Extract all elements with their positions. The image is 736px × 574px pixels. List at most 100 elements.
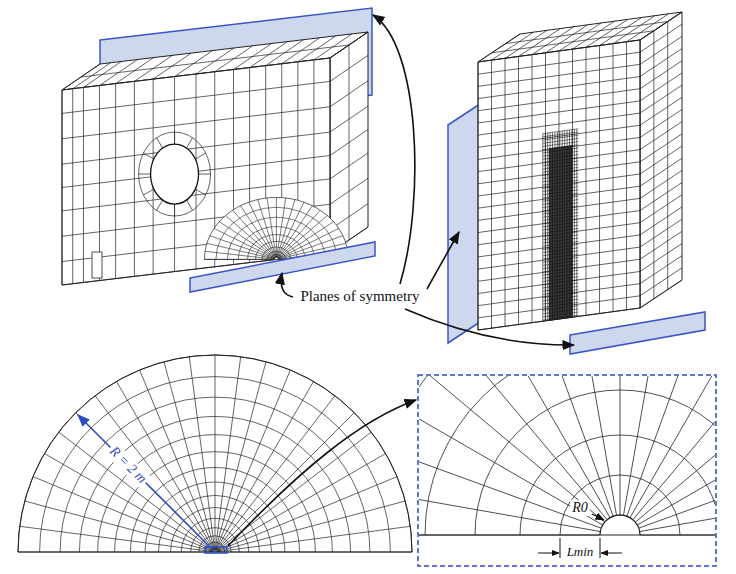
mesh-line [506,22,668,44]
mesh-line [557,132,558,320]
mesh-line [276,197,277,257]
mesh-line [640,12,682,40]
mesh-line [640,122,682,150]
mesh-line [600,18,642,46]
mesh-line [576,129,577,317]
mesh-line [217,501,405,551]
mesh-line [640,134,682,162]
mesh-line [157,138,163,148]
mesh-arc [216,207,337,259]
mesh-line [640,462,715,531]
mesh-line [225,216,274,258]
mesh-line [419,376,603,525]
mesh-line [216,413,354,551]
mesh-line [157,200,163,210]
mesh-line [564,131,565,319]
mesh-line [143,189,153,195]
mesh-line [640,183,682,211]
mesh-arc [238,227,314,260]
mesh-line [277,206,312,258]
mesh-line [574,129,575,317]
mesh-arc [256,241,298,259]
mesh-line [277,198,286,257]
dimension-arrow [601,553,622,554]
mesh-arc [145,482,285,552]
mesh-line [195,189,205,195]
mesh-line [623,376,692,515]
mesh-line [419,535,715,536]
mesh-line [633,376,715,520]
mesh-line [640,24,682,52]
mesh-line [59,432,214,551]
mesh-line [569,130,570,318]
zoom-frame [418,375,716,566]
mesh-line [547,133,548,321]
mesh-line [278,216,327,258]
mesh-line [215,355,216,550]
mesh-ring [139,132,211,216]
mesh-arc [227,217,325,259]
mesh-line [613,16,655,44]
mesh-line [216,362,266,550]
mesh-arc [60,397,370,552]
opening [92,252,102,278]
mesh-arc [425,376,715,535]
mesh-line [62,107,330,139]
mesh-arc [171,508,260,552]
mesh-arc [262,247,291,259]
mesh-line [640,109,682,137]
zoom-marker [205,547,227,553]
mesh-line [25,501,213,551]
mesh-line [630,376,715,518]
hole [151,144,199,204]
mesh-arc [271,254,283,259]
mesh-arc [248,235,306,260]
radius-arrow [78,415,215,552]
mesh-line [640,73,682,101]
mesh-line [542,134,543,322]
mesh-line [547,376,616,515]
mesh-line [640,36,682,64]
mesh-layer [18,12,736,552]
mesh-line [640,231,682,259]
radial-mesh [18,355,412,552]
mesh-line [554,132,555,320]
mesh-line [546,25,588,53]
mesh-line [187,200,193,210]
mesh-line [640,146,682,174]
mesh-line [476,376,613,516]
mesh-line [640,158,682,186]
mesh-arc [600,515,640,535]
mesh-arc [419,376,715,535]
mesh-line [620,376,621,515]
symmetry-plane [190,242,375,292]
mesh-line [216,396,335,551]
mesh-line [571,130,572,318]
mesh-arc [520,435,715,535]
radius-label: R0 [570,500,590,516]
mesh-line [640,268,682,296]
mesh-arc [18,355,412,552]
mesh-line [143,153,153,159]
mesh-line [478,125,640,147]
mesh-line [204,259,274,260]
mesh-line [559,23,601,51]
mesh-arc [40,377,391,552]
mesh-line [419,376,607,520]
mesh-line [205,251,274,259]
mesh-line [478,64,640,86]
mesh-arc [274,257,280,259]
mesh-line [640,256,682,284]
dimension-tick [560,538,561,558]
mesh-line [217,552,412,553]
mesh-arc [158,495,271,552]
mesh-arc [79,416,350,552]
mesh-line [478,77,640,99]
mesh-line [139,174,151,175]
mesh-line [543,315,579,320]
mesh-line [195,153,205,159]
leader-arrow [373,15,415,284]
mesh-line [207,243,275,259]
mesh-line [419,376,605,522]
